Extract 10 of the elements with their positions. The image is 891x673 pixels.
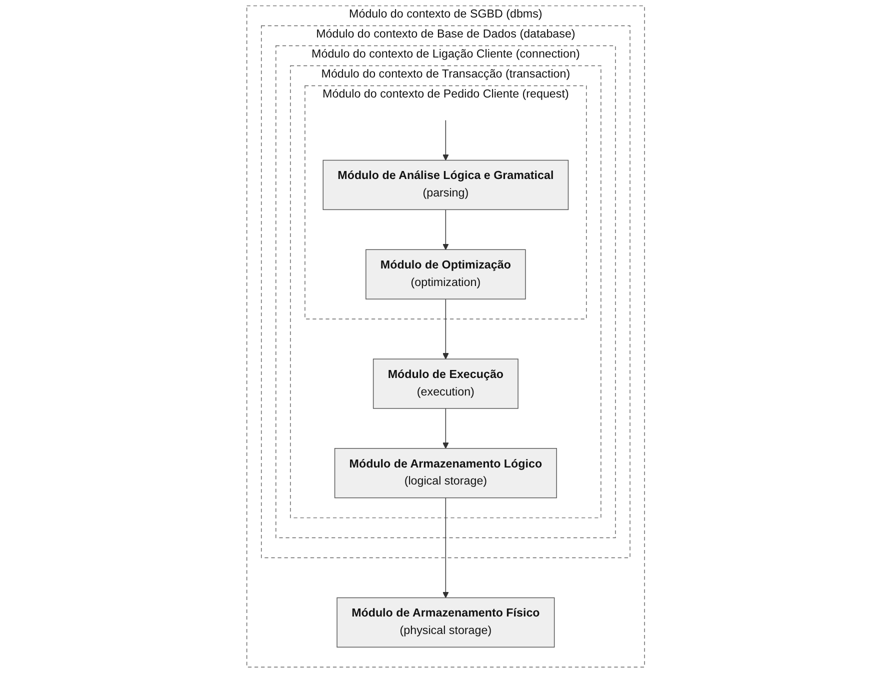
node-box: Módulo de Optimização (optimization) (365, 249, 526, 300)
arrow (442, 120, 449, 161)
arrow (442, 298, 449, 360)
arrow (442, 408, 449, 449)
node-box: Módulo de Execução (execution) (372, 358, 518, 409)
node-box: Módulo de Armazenamento Físico (physical storage) (336, 597, 554, 648)
arrow (442, 497, 449, 598)
node-box: Módulo de Armazenamento Lógico (logical storage) (334, 448, 557, 498)
node-box: Módulo de Análise Lógica e Gramatical (parsing) (322, 160, 568, 210)
arrow (442, 209, 449, 250)
